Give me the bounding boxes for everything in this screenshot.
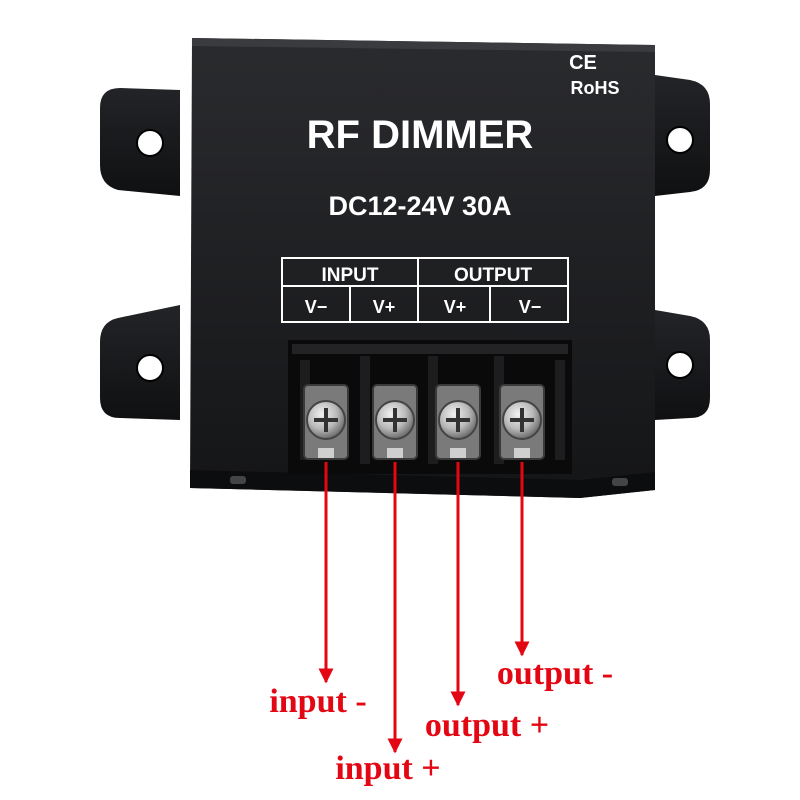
terminal-label-input-plus: V+	[373, 297, 396, 317]
output-group-label: OUTPUT	[454, 265, 533, 286]
base-slot-right	[612, 478, 628, 486]
terminal-label-panel	[281, 257, 569, 323]
mounting-hole-bottom-left	[136, 354, 164, 382]
ce-mark: CE	[569, 52, 597, 74]
label-output-minus: output -	[497, 655, 613, 692]
terminal-label-input-minus: V−	[305, 297, 328, 317]
terminal-screw-output-minus	[499, 384, 545, 460]
mounting-hole-bottom-right	[666, 351, 694, 379]
device-title: RF DIMMER	[307, 113, 534, 157]
label-input-plus: input +	[335, 750, 440, 787]
terminal-screw-input-minus	[303, 384, 349, 460]
rohs-mark: RoHS	[571, 78, 620, 98]
label-input-minus: input -	[269, 683, 366, 720]
device-rating: DC12-24V 30A	[328, 191, 511, 221]
terminal-label-output-plus: V+	[444, 297, 467, 317]
terminal-label-output-minus: V−	[519, 297, 542, 317]
mounting-hole-top-left	[136, 129, 164, 157]
label-output-plus: output +	[425, 707, 549, 744]
mounting-flange-right	[655, 75, 710, 420]
base-slot-left	[230, 476, 246, 484]
mounting-flange-left	[100, 88, 180, 420]
input-group-label: INPUT	[322, 265, 379, 286]
terminal-screw-output-plus	[435, 384, 481, 460]
mounting-hole-top-right	[666, 126, 694, 154]
terminal-screws	[303, 384, 545, 460]
wiring-annotations	[318, 462, 530, 754]
terminal-screw-input-plus	[372, 384, 418, 460]
